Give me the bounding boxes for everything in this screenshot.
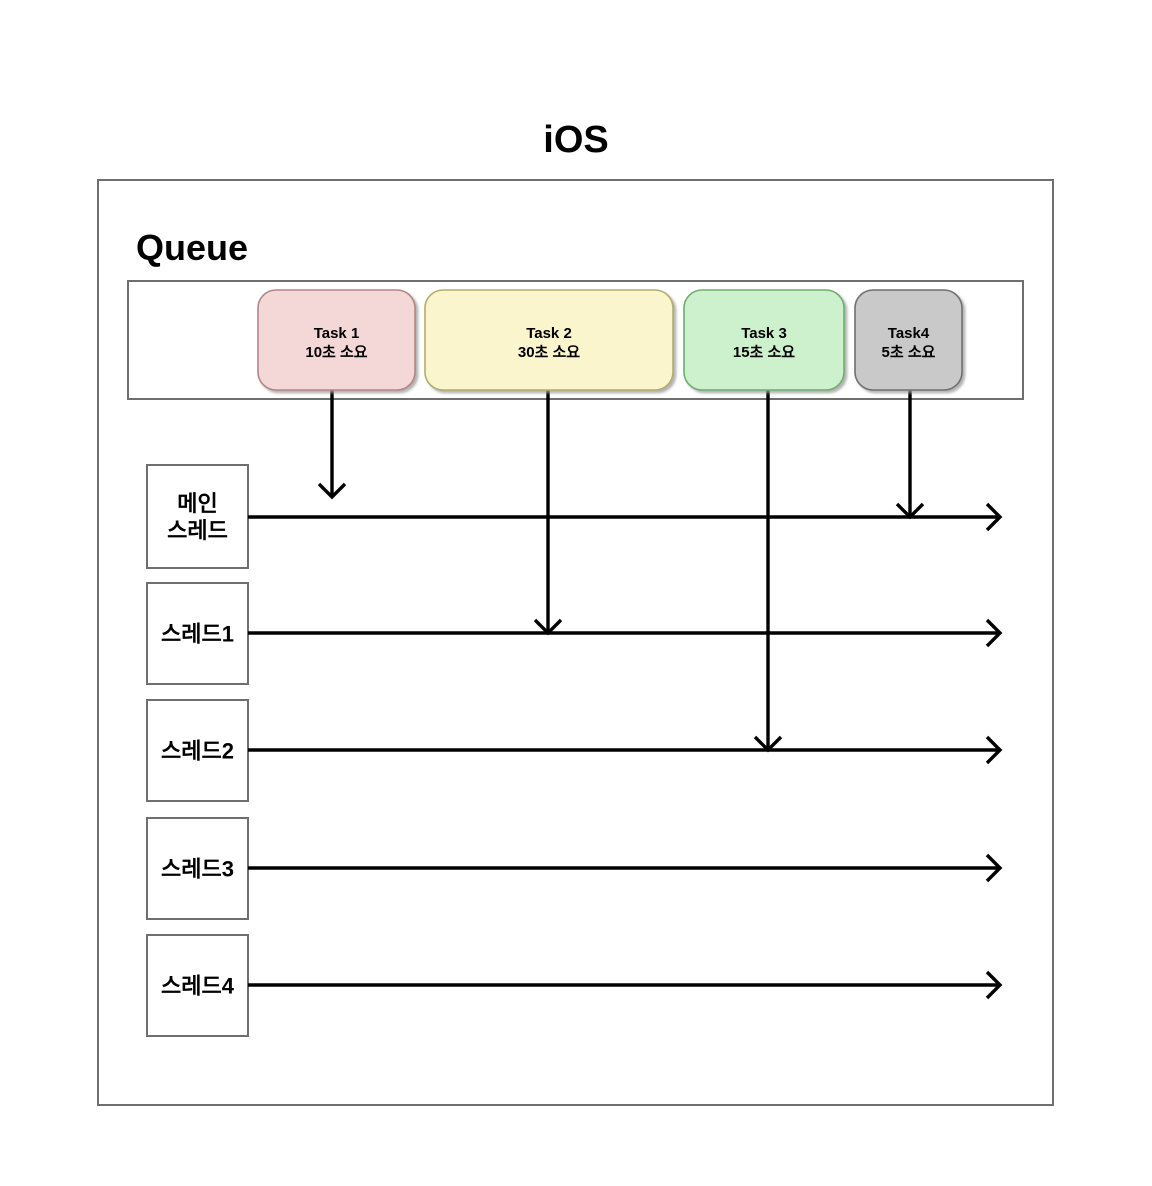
thread-timeline-arrow-thread-3 [985,853,1003,883]
dispatch-arrow-task-2 [533,618,563,636]
page-title: iOS [543,119,608,161]
thread-box-thread-4[interactable] [146,934,249,1037]
thread-row-thread-3: 스레드3 [146,817,1003,920]
dispatch-task-4 [895,372,925,520]
task-name-task-1: Task 1 [314,325,360,342]
thread-box-thread-2[interactable] [146,699,249,802]
task-name-task-3: Task 3 [741,325,787,342]
task-duration-task-4: 5초 소요 [882,344,936,361]
task-dispatch-lines [317,372,925,753]
thread-box-main-thread[interactable] [146,464,249,569]
dispatch-arrow-task-1 [317,482,347,500]
thread-label-main-thread: 스레드 [167,518,228,543]
dispatch-task-3 [753,372,783,753]
task-name-task-2: Task 2 [526,325,572,342]
thread-label-thread-3: 스레드3 [161,857,234,882]
thread-box-thread-3[interactable] [146,817,249,920]
thread-timeline-arrow-thread-2 [985,735,1003,765]
task-card-task-1[interactable]: Task 1 10초 소요 [257,289,416,391]
dispatch-task-2 [533,372,563,636]
thread-timeline-arrow-thread-1 [985,618,1003,648]
dispatch-arrow-task-4 [895,502,925,520]
task-box-task-3[interactable] [683,289,845,391]
task-box-task-2[interactable] [424,289,674,391]
task-box-task-4[interactable] [854,289,963,391]
task-duration-task-1: 10초 소요 [305,344,367,361]
task-card-task-4[interactable]: Task4 5초 소요 [854,289,963,391]
thread-label-thread-2: 스레드2 [161,739,234,764]
thread-timeline-arrow-main-thread [985,502,1003,532]
task-card-task-3[interactable]: Task 3 15초 소요 [683,289,845,391]
task-name-task-4: Task4 [888,325,930,342]
task-card-task-2[interactable]: Task 2 30초 소요 [424,289,674,391]
dispatch-task-1 [317,372,347,500]
task-duration-task-2: 30초 소요 [518,344,580,361]
task-duration-task-3: 15초 소요 [733,344,795,361]
thread-label-thread-1: 스레드1 [161,622,234,647]
thread-label-thread-4: 스레드4 [161,974,235,999]
thread-row-thread-2: 스레드2 [146,699,1003,802]
thread-timeline-arrow-thread-4 [985,970,1003,1000]
dispatch-arrow-task-3 [753,735,783,753]
task-box-task-1[interactable] [257,289,416,391]
thread-row-thread-4: 스레드4 [146,934,1003,1037]
thread-label-main-thread: 메인 [177,491,217,516]
queue-label: Queue [136,227,248,268]
thread-row-thread-1: 스레드1 [146,582,1003,685]
